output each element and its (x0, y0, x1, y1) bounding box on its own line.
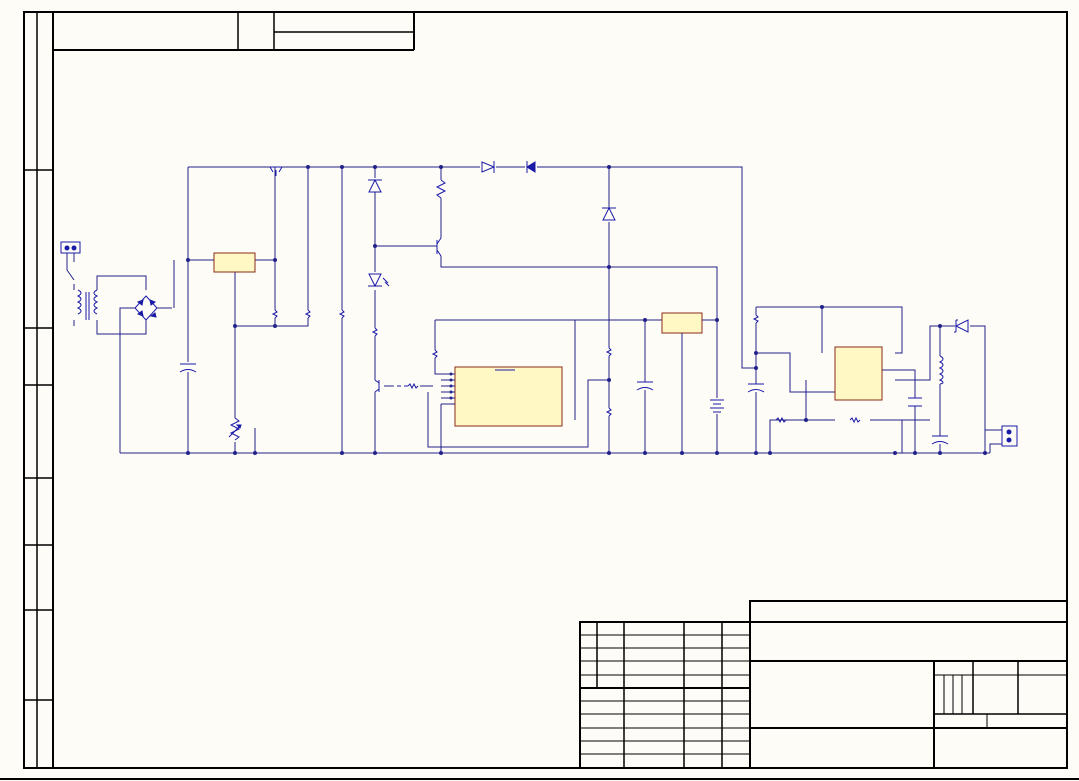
zener-diode (368, 178, 382, 193)
converter-ic (834, 346, 883, 401)
regulator-ic-right (661, 312, 703, 334)
title-block (749, 600, 1068, 769)
schottky-diode (954, 319, 969, 333)
pass-transistor (269, 166, 283, 176)
positive-rail (188, 166, 755, 369)
led (368, 273, 390, 288)
diode-vertical (602, 167, 616, 453)
circuit-schematic (60, 161, 1018, 455)
transformer (73, 275, 147, 335)
regulator-right-wires (681, 319, 718, 453)
resistors (271, 179, 861, 424)
converter-capacitors (747, 383, 949, 445)
battery (710, 399, 724, 413)
drawing-frame (0, 11, 1079, 780)
transistor-low (374, 379, 433, 393)
inductor (938, 355, 944, 385)
bridge-rectifier (119, 295, 172, 453)
potentiometer (228, 417, 242, 441)
converter-wires (755, 306, 986, 453)
controller-ic (427, 319, 662, 453)
revision-table (579, 621, 751, 769)
transistor-mid (436, 237, 718, 320)
filter-capacitor (179, 363, 197, 373)
junction-dots (186, 165, 987, 455)
output-connector (985, 425, 1018, 453)
ac-input-connector (60, 241, 81, 281)
left-margin-strip (24, 169, 53, 701)
zener-led-column (374, 167, 442, 453)
branch-wires-left (173, 167, 343, 453)
regulator-ic-left (213, 252, 256, 273)
series-diodes (481, 161, 536, 173)
top-title-strip (53, 12, 415, 51)
capacitor-mid (636, 381, 654, 391)
